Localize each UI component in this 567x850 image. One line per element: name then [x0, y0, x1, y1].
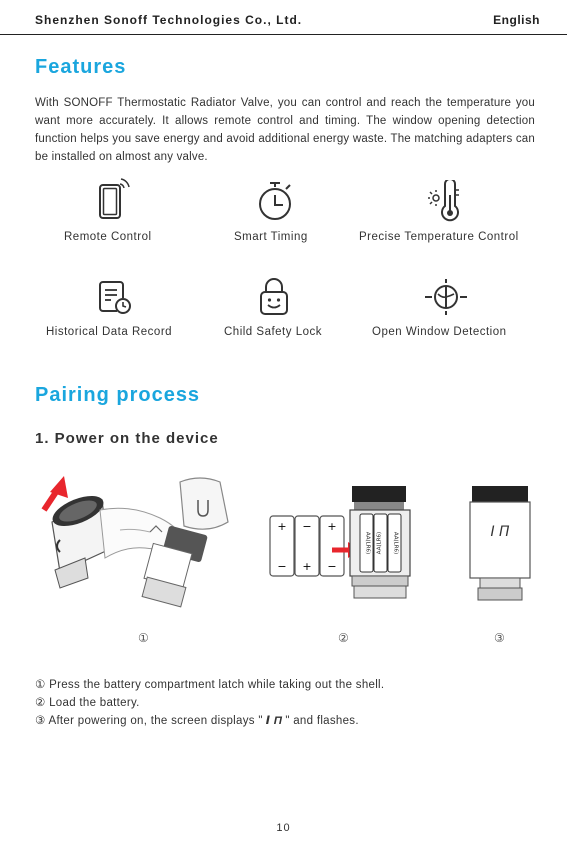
battery-label-1: AA(LR6) — [365, 532, 371, 554]
svg-text:+: + — [302, 560, 311, 573]
figure-number-2: ② — [338, 631, 349, 645]
phone-signal-icon — [99, 178, 130, 219]
feature-remote-control: Remote Control — [64, 231, 152, 243]
features-intro: With SONOFF Thermostatic Radiator Valve,… — [35, 97, 535, 163]
svg-text:−: − — [277, 560, 286, 573]
page-number: 10 — [276, 822, 291, 834]
window-detection-icon — [425, 279, 467, 315]
company-name: Shenzhen Sonoff Technologies Co., Ltd. — [35, 13, 303, 27]
remove-shell-illustration — [41, 476, 229, 608]
feature-open-window: Open Window Detection — [372, 326, 507, 338]
battery-label-3: AA(LR6) — [393, 532, 399, 554]
step-3-text: ③ After powering on, the screen displays… — [35, 712, 384, 730]
feature-smart-timing: Smart Timing — [234, 231, 308, 243]
device-display: Ⅰ Π — [490, 524, 510, 540]
step-instructions: ① Press the battery compartment latch wh… — [35, 676, 384, 730]
language-label: English — [493, 13, 540, 27]
step-title: 1. Power on the device — [35, 430, 219, 447]
thermometer-icon — [428, 180, 459, 222]
load-battery-illustration: + − + − + − AA(LR6) AA(LR6) AA(LR6) — [269, 486, 411, 599]
battery-label-2: AA(LR6) — [377, 532, 383, 554]
figure-number-1: ① — [138, 631, 149, 645]
svg-text:+: + — [277, 520, 286, 533]
header-divider — [0, 34, 567, 35]
feature-child-lock: Child Safety Lock — [224, 326, 322, 338]
timer-icon — [259, 182, 291, 220]
smiley-lock-icon — [260, 278, 288, 315]
svg-text:−: − — [327, 560, 336, 573]
display-symbol: Ⅰ Π — [265, 715, 283, 727]
feature-precise-temperature: Precise Temperature Control — [359, 231, 519, 243]
step-1-text: ① Press the battery compartment latch wh… — [35, 679, 385, 691]
pairing-heading: Pairing process — [35, 384, 201, 406]
features-heading: Features — [35, 56, 127, 78]
step-3-text-end: " and flashes. — [285, 715, 359, 727]
step-2-text: ② Load the battery. — [35, 697, 140, 709]
powered-device-illustration: Ⅰ Π — [469, 486, 531, 601]
step-3-text-start: ③ After powering on, the screen displays… — [35, 715, 263, 727]
svg-text:+: + — [327, 520, 336, 533]
document-clock-icon — [99, 281, 131, 314]
figure-number-3: ③ — [494, 631, 505, 645]
feature-historical-data: Historical Data Record — [46, 326, 173, 338]
svg-text:−: − — [302, 520, 311, 533]
page-header: Shenzhen Sonoff Technologies Co., Ltd. E… — [0, 0, 567, 35]
